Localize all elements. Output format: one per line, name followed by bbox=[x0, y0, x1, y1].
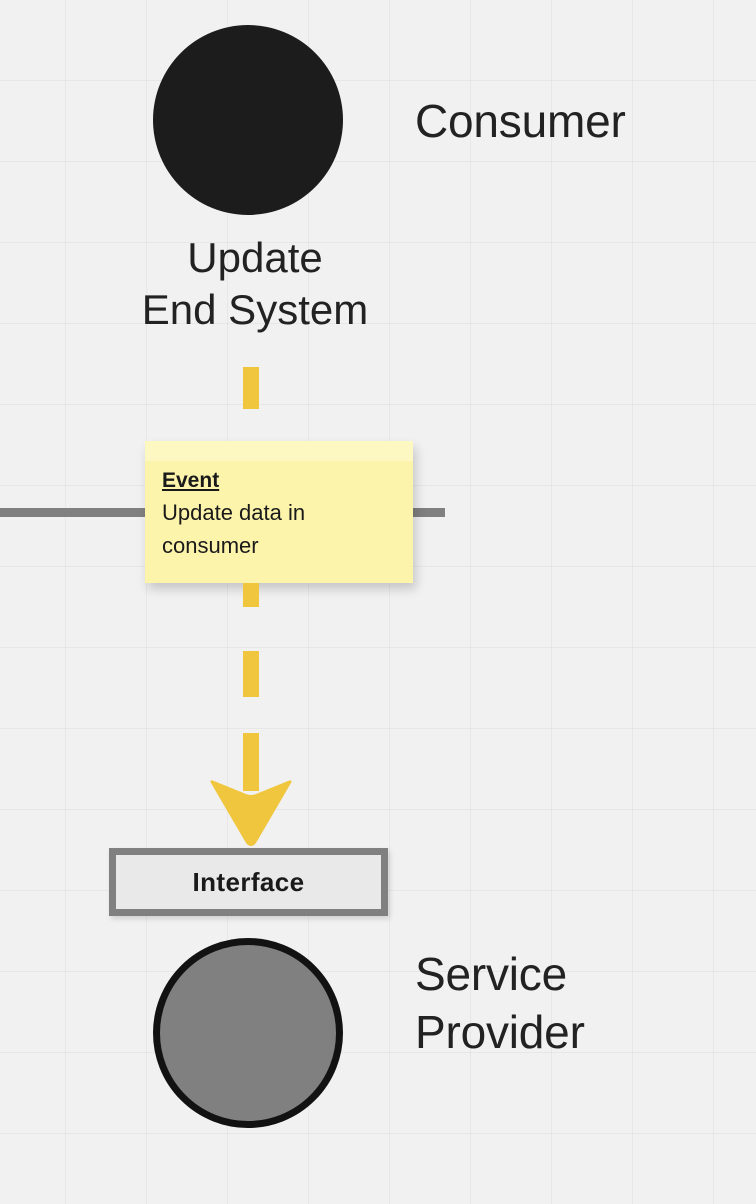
flow-dash-segment-4 bbox=[243, 733, 259, 791]
connector-line-right bbox=[412, 508, 445, 517]
interface-box[interactable]: Interface bbox=[109, 848, 388, 916]
flow-arrowhead-icon bbox=[210, 780, 292, 846]
flow-dash-segment-3 bbox=[243, 651, 259, 697]
flow-dash-segment-2 bbox=[243, 583, 259, 607]
actor-consumer-circle-icon[interactable] bbox=[153, 25, 343, 215]
connector-line-left bbox=[0, 508, 148, 517]
actor-service-provider-label: Service Provider bbox=[415, 948, 585, 1058]
consumer-caption: Update End System bbox=[141, 234, 369, 333]
note-sheen bbox=[145, 441, 413, 461]
note-title: Event bbox=[162, 469, 220, 492]
interface-label: Interface bbox=[192, 866, 305, 897]
event-note[interactable]: Event Update data in consumer bbox=[145, 441, 413, 583]
note-body: Update data in consumer bbox=[162, 500, 306, 558]
actor-service-provider-circle-icon[interactable] bbox=[153, 938, 343, 1128]
actor-consumer-label: Consumer bbox=[415, 95, 626, 147]
flow-dash-segment-1 bbox=[243, 367, 259, 409]
